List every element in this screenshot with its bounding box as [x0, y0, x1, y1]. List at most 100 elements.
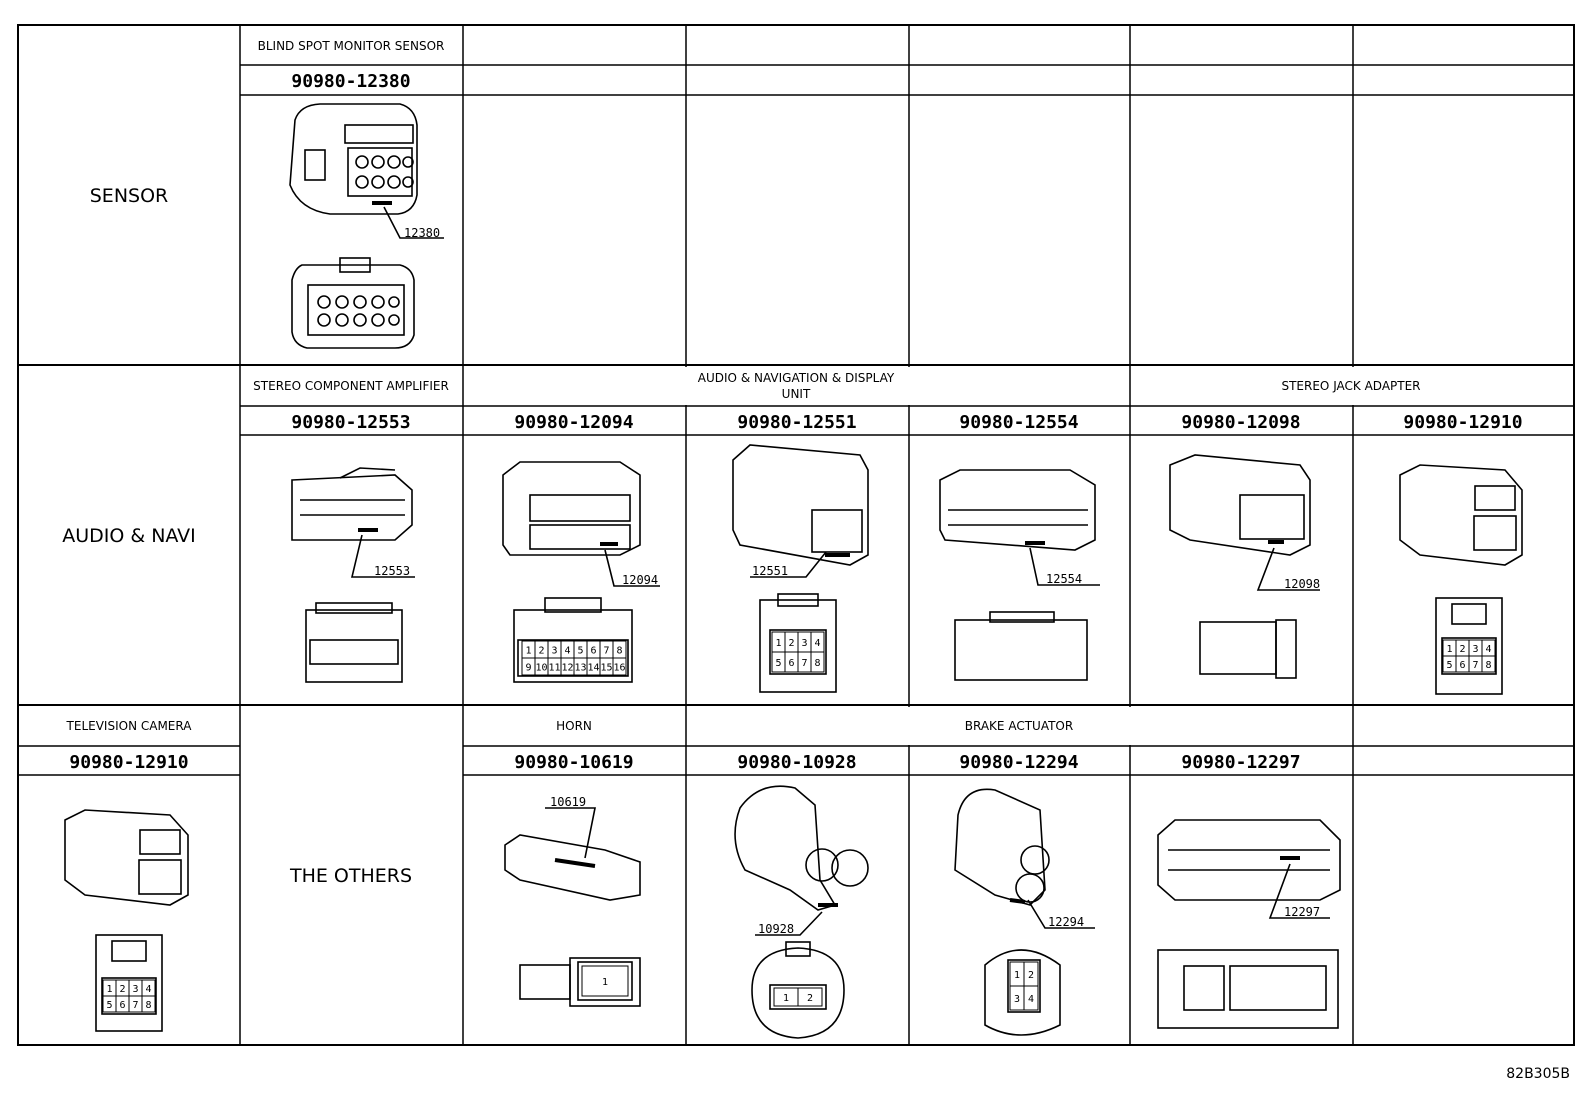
connector-12380-face-drawing	[291, 257, 415, 349]
connector-12554-iso-drawing	[939, 469, 1096, 551]
pin-cell	[810, 651, 825, 673]
pin-number: 16	[613, 663, 625, 674]
pin-number: 7	[1472, 660, 1478, 671]
pin-number: 6	[119, 1000, 125, 1011]
callout-leader-12094	[604, 549, 660, 587]
pin-number: 7	[132, 1000, 138, 1011]
callout-12094: 12094	[622, 573, 658, 587]
callout-leader-12098	[1256, 547, 1320, 591]
connector-12553-face-drawing	[305, 602, 403, 683]
pin-number: 3	[551, 646, 557, 657]
pin-cell	[581, 965, 629, 997]
pin-number: 10	[535, 663, 547, 674]
part-number-10619: 90980-10619	[514, 752, 633, 773]
part-number-12551: 90980-12551	[737, 412, 856, 433]
pin-number: 4	[1028, 994, 1034, 1005]
connector-12554-face-drawing	[954, 611, 1088, 681]
pin-number: 5	[106, 1000, 112, 1011]
connector-12553-iso-drawing	[291, 467, 413, 541]
connector-12910-jack-iso-drawing	[1399, 464, 1523, 566]
pin-number: 11	[548, 663, 560, 674]
part-number-12910-jack: 90980-12910	[1403, 412, 1522, 433]
connector-10619-iso-drawing	[504, 834, 641, 901]
pin-number: 2	[807, 993, 813, 1004]
callout-leader-12297	[1268, 863, 1330, 919]
header-blind-spot: BLIND SPOT MONITOR SENSOR	[258, 39, 445, 53]
pin-number: 12	[561, 663, 573, 674]
drawing-code: 82B305B	[1506, 1066, 1570, 1082]
part-number-12297: 90980-12297	[1181, 752, 1300, 773]
connector-10928-face-drawing	[751, 941, 845, 1039]
callout-12098: 12098	[1284, 577, 1320, 591]
pin-number: 13	[574, 663, 586, 674]
callout-leader-10928	[755, 911, 823, 936]
header-tv-camera: TELEVISION CAMERA	[66, 719, 193, 733]
pin-number: 1	[106, 984, 112, 995]
pin-number: 1	[783, 993, 789, 1004]
connector-12551-iso-drawing	[732, 444, 869, 566]
connector-12551-face-drawing	[759, 593, 837, 693]
merged-header-cells	[465, 367, 1572, 745]
part-number-12553: 90980-12553	[291, 412, 410, 433]
pin-number: 5	[1446, 660, 1452, 671]
pin-number: 7	[603, 646, 609, 657]
callout-12553: 12553	[374, 564, 410, 578]
pin-number: 2	[788, 638, 794, 649]
pin-number: 1	[775, 638, 781, 649]
callout-10619: 10619	[550, 795, 586, 809]
pin-cell	[797, 987, 823, 1007]
connector-12297-iso-drawing	[1157, 819, 1341, 901]
pin-number: 1	[602, 977, 608, 988]
pin-number: 5	[775, 658, 781, 669]
pin-number: 8	[616, 646, 622, 657]
connector-12910-jack-face-drawing	[1435, 597, 1503, 695]
callout-12294: 12294	[1048, 915, 1084, 929]
pin-number: 15	[600, 663, 612, 674]
pin-number: 2	[1028, 970, 1034, 981]
pin-number: 3	[801, 638, 807, 649]
pin-cell	[1481, 655, 1496, 673]
pin-number: 4	[1485, 644, 1491, 655]
connector-12294-iso-drawing	[954, 788, 1050, 906]
callout-12554: 12554	[1046, 572, 1082, 586]
connector-12297-face-drawing	[1157, 949, 1339, 1029]
callout-12380: 12380	[404, 226, 440, 240]
header-stereo-jack: STEREO JACK ADAPTER	[1281, 379, 1420, 393]
pin-number: 4	[145, 984, 151, 995]
pin-number: 2	[538, 646, 544, 657]
part-number-12094: 90980-12094	[514, 412, 633, 433]
pin-number: 1	[1446, 644, 1452, 655]
connector-10619-face-drawing	[519, 957, 641, 1007]
pin-number: 1	[1014, 970, 1020, 981]
pin-cell	[612, 657, 627, 676]
callout-leader-10619	[545, 807, 596, 859]
header-audio-nav-line1: AUDIO & NAVIGATION & DISPLAY	[698, 371, 895, 385]
callout-12297: 12297	[1284, 905, 1320, 919]
pin-number: 8	[1485, 660, 1491, 671]
group-label-audio-navi: AUDIO & NAVI	[62, 525, 196, 547]
callout-12551: 12551	[752, 564, 788, 578]
connector-10928-iso-drawing	[734, 785, 869, 911]
pin-number: 14	[587, 663, 599, 674]
pin-grid-10619: 1	[581, 965, 629, 997]
part-number-12294: 90980-12294	[959, 752, 1078, 773]
connector-12910-camera-face-drawing	[95, 934, 163, 1032]
pin-number: 9	[525, 663, 531, 674]
part-number-10928: 90980-10928	[737, 752, 856, 773]
pin-number: 1	[525, 646, 531, 657]
connector-12380-iso-drawing	[289, 103, 418, 215]
part-number-12554: 90980-12554	[959, 412, 1078, 433]
callout-leader-12380	[383, 206, 444, 239]
pin-number: 4	[564, 646, 570, 657]
pin-cell	[1023, 985, 1039, 1011]
part-number-12380: 90980-12380	[291, 71, 410, 92]
connector-12294-face-drawing	[984, 949, 1061, 1036]
callout-leader-12553	[350, 534, 415, 578]
callout-leader-12294	[1027, 899, 1095, 929]
pin-number: 6	[1459, 660, 1465, 671]
